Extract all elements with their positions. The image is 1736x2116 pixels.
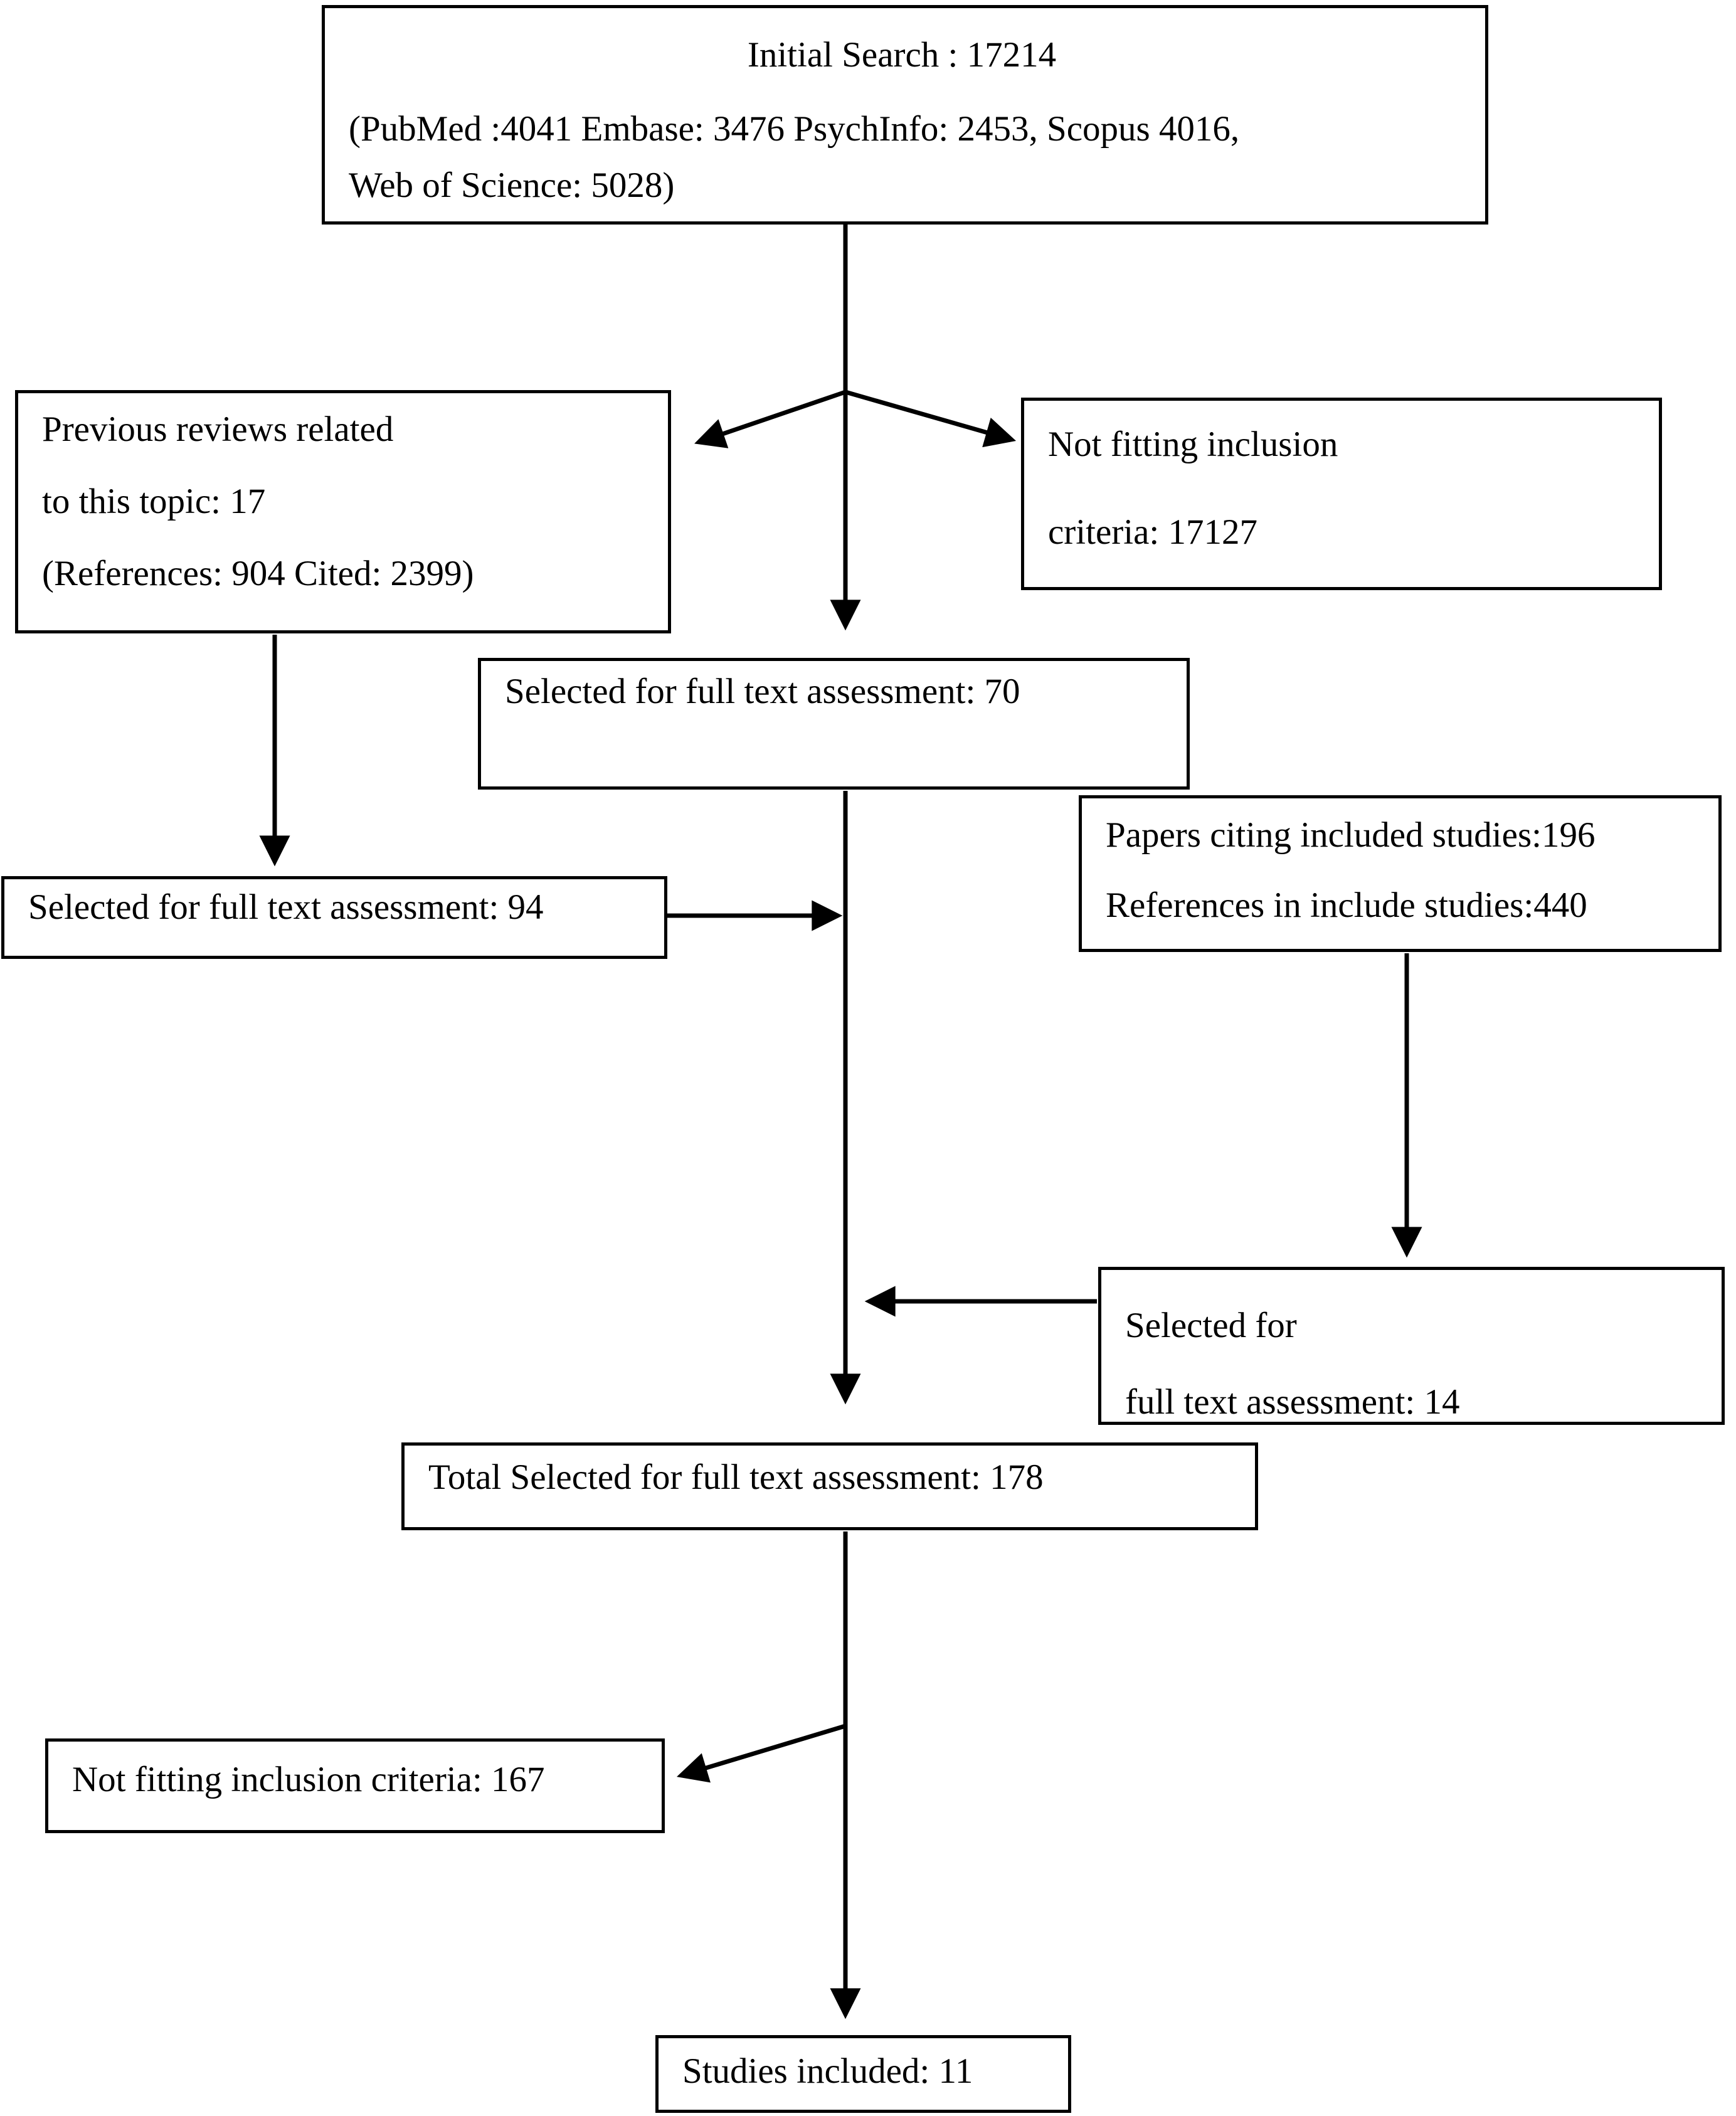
citing-studies-line: Papers citing included studies:196	[1106, 815, 1596, 855]
total-selected-fulltext-178-text: Total Selected for full text assessment:…	[428, 1457, 1044, 1497]
studies-included-text: Studies included: 11	[682, 2051, 973, 2091]
not-fitting-17127-line2: criteria: 17127	[1048, 512, 1257, 552]
box-selected-fulltext-70: Selected for full text assessment: 70	[478, 658, 1190, 790]
not-fitting-17127-line1: Not fitting inclusion	[1048, 425, 1338, 464]
arrow-branch-to-not-fitting-167	[676, 1723, 847, 1783]
selected-fulltext-94-text: Selected for full text assessment: 94	[28, 887, 544, 927]
box-selected-fulltext-94: Selected for full text assessment: 94	[1, 876, 667, 959]
initial-search-detail: (PubMed :4041 Embase: 3476 PsychInfo: 24…	[325, 101, 1479, 214]
selected-fulltext-70-text: Selected for full text assessment: 70	[505, 672, 1020, 711]
selected-fulltext-14-line1: Selected for	[1125, 1306, 1297, 1345]
box-citing-and-references: Papers citing included studies:196 Refer…	[1079, 795, 1722, 952]
selected-fulltext-14-line2: full text assessment: 14	[1125, 1382, 1460, 1422]
previous-reviews-line1: Previous reviews related	[42, 410, 394, 449]
references-in-studies-line: References in include studies:440	[1106, 886, 1587, 925]
initial-search-detail-line1: (PubMed :4041 Embase: 3476 PsychInfo: 24…	[349, 109, 1240, 149]
box-total-selected-fulltext-178: Total Selected for full text assessment:…	[401, 1442, 1258, 1530]
previous-reviews-line3: (References: 904 Cited: 2399)	[42, 554, 474, 593]
arrow-branch-to-previous-reviews	[694, 389, 847, 448]
box-not-fitting-inclusion-167: Not fitting inclusion criteria: 167	[45, 1738, 665, 1833]
box-previous-reviews: Previous reviews related to this topic: …	[15, 390, 671, 633]
box-not-fitting-inclusion-17127: Not fitting inclusion criteria: 17127	[1021, 398, 1662, 590]
initial-search-title: Initial Search : 17214	[747, 35, 1057, 75]
box-studies-included-11: Studies included: 11	[655, 2035, 1071, 2113]
box-selected-fulltext-14: Selected for full text assessment: 14	[1098, 1267, 1725, 1425]
arrow-branch-to-not-fitting	[845, 389, 1017, 448]
previous-reviews-line2: to this topic: 17	[42, 482, 266, 521]
not-fitting-167-text: Not fitting inclusion criteria: 167	[72, 1760, 545, 1799]
initial-search-detail-line2: Web of Science: 5028)	[349, 166, 675, 205]
box-initial-search: Initial Search : 17214 (PubMed :4041 Emb…	[322, 5, 1488, 225]
